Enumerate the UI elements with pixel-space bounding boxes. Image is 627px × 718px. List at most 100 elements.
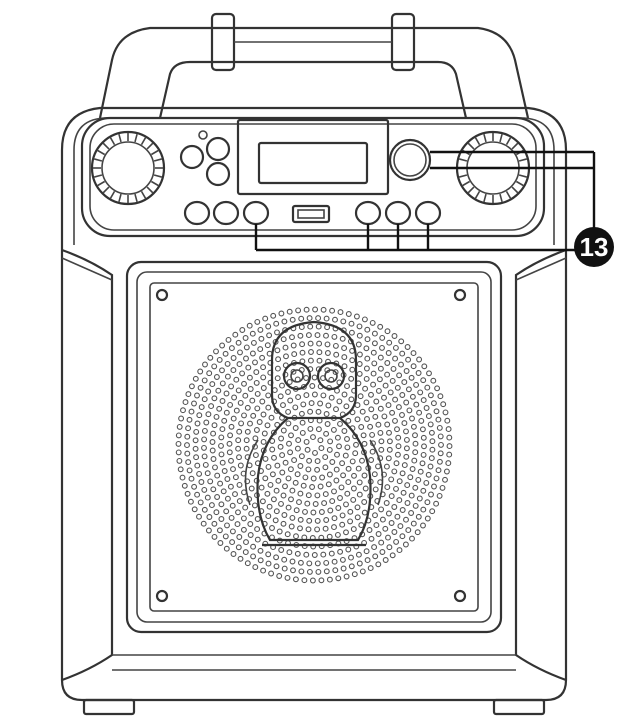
grille-hole [343, 529, 349, 536]
grille-hole [316, 340, 323, 347]
grille-hole [339, 460, 346, 467]
grille-hole [446, 451, 453, 458]
grille-hole [247, 521, 254, 527]
usb-port [291, 204, 331, 224]
grille-hole [329, 498, 336, 505]
grille-hole [427, 421, 434, 428]
grille-hole [437, 433, 444, 440]
grille-hole [216, 527, 223, 534]
grille-hole [245, 364, 252, 371]
grille-hole [446, 434, 453, 441]
grille-hole [314, 332, 321, 339]
grille-hole [235, 544, 242, 551]
grille-hole [399, 392, 406, 398]
grille-screw-bottom-right [453, 589, 467, 603]
knob-ridge [518, 174, 528, 178]
grille-hole [276, 528, 283, 535]
grille-hole [334, 531, 341, 538]
grille-hole [350, 526, 357, 533]
grille-hole [408, 492, 415, 499]
grille-hole [416, 356, 423, 363]
grille-hole [291, 457, 298, 464]
grille-hole [386, 339, 393, 346]
grille-hole [201, 444, 207, 451]
grille-hole [323, 559, 330, 566]
grille-hole [300, 482, 307, 489]
grille-hole [264, 342, 271, 349]
grille-hole [371, 471, 378, 478]
grille-hole [300, 401, 307, 408]
grille-hole [254, 526, 261, 533]
button-row-left [183, 200, 270, 226]
grille-hole [278, 500, 284, 507]
grille-hole [243, 539, 249, 546]
grille-hole [282, 344, 289, 351]
grille-hole [227, 401, 234, 408]
grille-hole [264, 490, 271, 497]
grille-hole [284, 574, 291, 581]
grille-hole [254, 405, 261, 412]
mode-button[interactable] [388, 138, 432, 182]
grille-hole [421, 363, 428, 370]
grille-hole [261, 430, 268, 437]
grille-hole [232, 331, 239, 338]
grille-hole [287, 466, 294, 473]
grille-hole [299, 341, 306, 348]
grille-hole [311, 391, 318, 398]
grille-hole [275, 356, 282, 363]
grille-hole [246, 322, 253, 329]
grille-hole [244, 560, 251, 567]
grille-hole [322, 464, 329, 471]
grille-hole [280, 492, 287, 499]
grille-screw-top-left [155, 288, 169, 302]
grille-hole [353, 441, 359, 448]
grille-hole [219, 342, 226, 349]
function-button-1[interactable] [242, 200, 270, 226]
grille-hole [324, 341, 331, 348]
function-button-2[interactable] [354, 200, 382, 226]
knob-ridge [467, 142, 475, 150]
grille-hole [332, 567, 339, 574]
function-button-4[interactable] [414, 200, 442, 226]
grille-hole [185, 425, 192, 432]
grille-hole [218, 501, 225, 508]
grille-hole [309, 383, 316, 389]
grille-hole [382, 382, 389, 389]
grille-hole [381, 394, 387, 401]
grille-hole [401, 379, 408, 386]
grille-hole [409, 466, 416, 472]
grille-hole [182, 399, 189, 406]
grille-hole [312, 501, 319, 507]
grille-hole [260, 385, 267, 391]
grille-hole [333, 406, 339, 413]
grille-hole [417, 389, 424, 396]
grille-hole [326, 533, 333, 540]
grille-hole [286, 379, 293, 385]
grille-hole [309, 484, 316, 490]
grille-hole [369, 448, 376, 455]
grille-hole [377, 429, 384, 436]
grille-hole [379, 516, 386, 523]
grille-hole [243, 355, 249, 362]
grille-hole [427, 463, 434, 470]
grille-hole [338, 484, 345, 491]
grille-hole [228, 383, 235, 390]
grille-hole [278, 435, 285, 442]
function-button-3[interactable] [384, 200, 412, 226]
grille-hole [440, 401, 447, 408]
grille-hole [347, 518, 354, 525]
grille-hole [294, 445, 301, 452]
grille-hole [303, 306, 310, 313]
grille-hole [211, 422, 218, 429]
grille-hole [295, 437, 302, 444]
grille-hole [230, 466, 236, 473]
grille-hole [286, 440, 292, 447]
grille-hole [219, 398, 226, 404]
grille-hole [356, 361, 363, 367]
grille-hole [382, 525, 389, 532]
grille-hole [420, 434, 427, 441]
grille-hole [218, 516, 225, 522]
grille-hole [265, 463, 272, 470]
grille-hole [213, 509, 220, 516]
